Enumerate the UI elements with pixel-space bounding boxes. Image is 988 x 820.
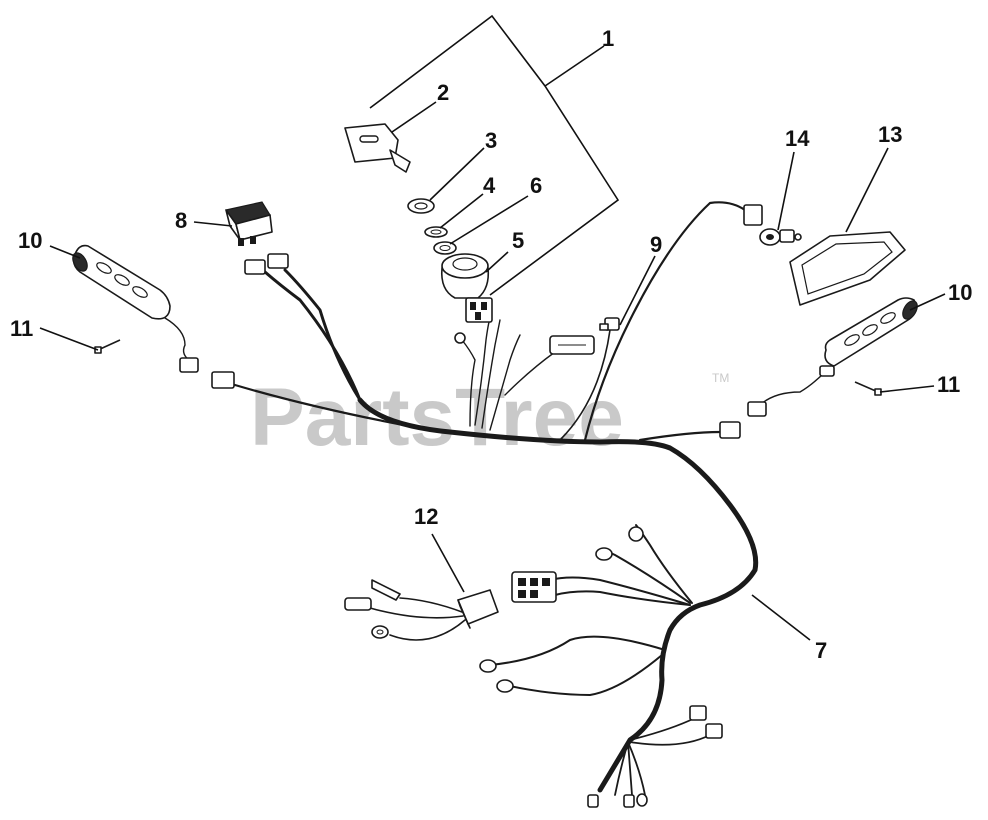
- callout-10-right: 10: [948, 280, 972, 305]
- multi-pin-connector: [511, 571, 557, 603]
- callout-14: 14: [785, 126, 810, 151]
- ring-terminals: [479, 526, 644, 693]
- ignition-switch: [440, 253, 493, 323]
- heated-grip-right: [824, 297, 918, 367]
- callout-13: 13: [878, 122, 902, 147]
- callout-3: 3: [485, 128, 497, 153]
- grip-left-connectors: [179, 357, 235, 389]
- cable-tie-right: [854, 381, 882, 396]
- callout-2: 2: [437, 80, 449, 105]
- bottom-connectors: [587, 705, 723, 808]
- callout-1: 1: [602, 26, 614, 51]
- ignition-connector: [454, 332, 595, 355]
- callout-8: 8: [175, 208, 187, 233]
- callout-bracket-1: [369, 14, 620, 296]
- callout-7: 7: [815, 638, 827, 663]
- cable-tie-left: [94, 339, 121, 354]
- rocker-switch: [224, 201, 273, 246]
- main-wire-harness: [164, 201, 826, 796]
- relay-terminals: [344, 579, 401, 639]
- callout-12: 12: [414, 504, 438, 529]
- heated-grip-left: [72, 244, 171, 320]
- lock-washer: [424, 226, 448, 238]
- watermark-tm: TM: [712, 371, 729, 385]
- leader-lines: [39, 101, 946, 641]
- callout-4: 4: [483, 173, 496, 198]
- washer: [433, 241, 457, 255]
- callout-11-left: 11: [10, 316, 33, 341]
- callout-5: 5: [512, 228, 524, 253]
- watermark-text: PartsTree: [250, 372, 624, 463]
- callout-11-right: 11: [937, 372, 960, 397]
- fuse-holder: [599, 317, 620, 331]
- callout-6: 6: [530, 173, 542, 198]
- bulb-socket: [759, 228, 802, 246]
- headlight-connector: [743, 204, 763, 226]
- switch-connectors: [244, 253, 289, 275]
- grip-right-connectors: [719, 365, 835, 439]
- callout-9: 9: [650, 232, 662, 257]
- relay: [457, 589, 499, 629]
- ignition-key: [344, 123, 411, 173]
- watermark: PartsTree TM: [250, 371, 729, 463]
- headlight-lens: [789, 231, 906, 306]
- callout-10-left: 10: [18, 228, 42, 253]
- ignition-nut: [407, 198, 435, 214]
- callout-labels: 1 2 3 4 5 6 7 8 9 10 10 11 11 12 13 14: [10, 26, 972, 663]
